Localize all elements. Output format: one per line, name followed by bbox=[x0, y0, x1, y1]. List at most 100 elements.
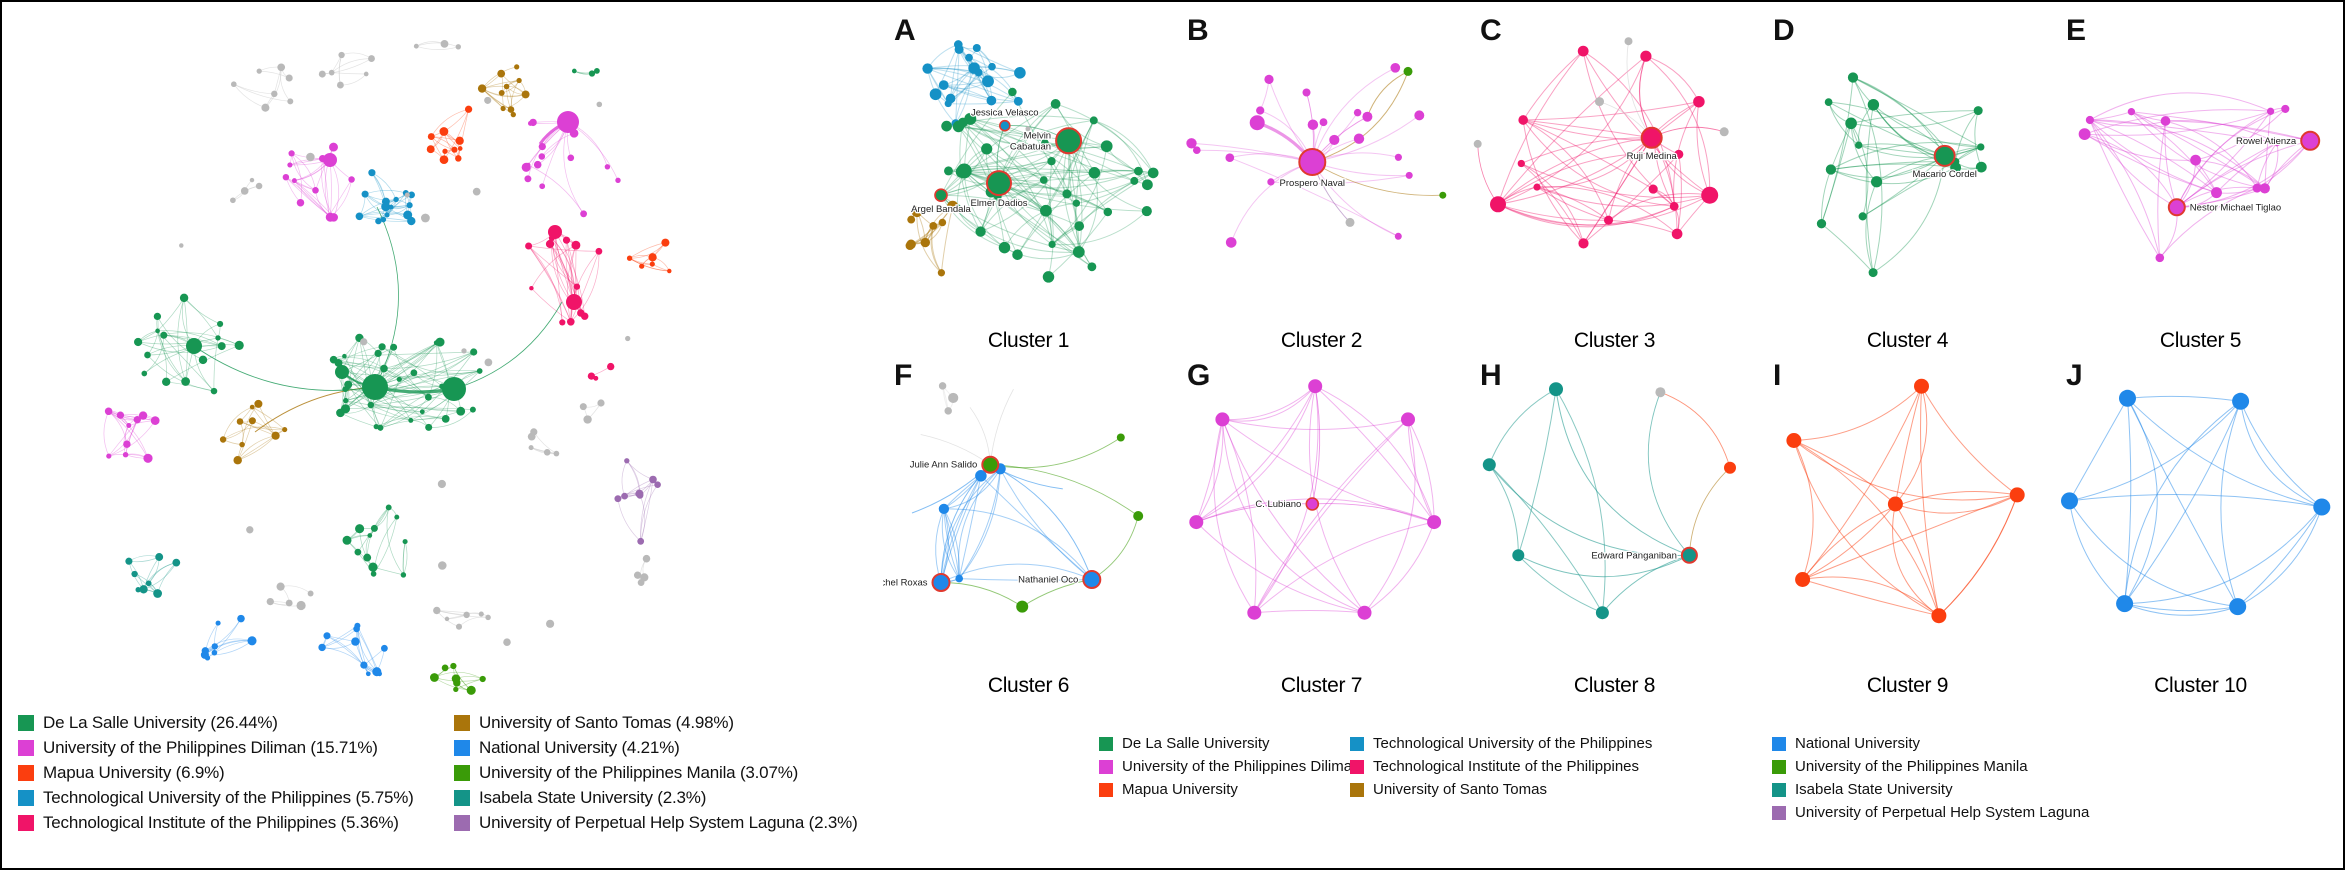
network-edge bbox=[1536, 186, 1678, 235]
network-edge bbox=[399, 351, 474, 380]
network-node bbox=[1247, 605, 1262, 620]
network-node bbox=[329, 142, 338, 152]
network-edge bbox=[640, 484, 658, 542]
network-node bbox=[282, 427, 288, 433]
network-edge bbox=[148, 556, 160, 584]
network-node bbox=[1130, 176, 1139, 185]
network-edge bbox=[128, 555, 160, 562]
network-edge bbox=[285, 176, 331, 218]
network-node bbox=[342, 353, 347, 359]
network-edge bbox=[1230, 161, 1313, 243]
network-edge bbox=[1602, 554, 1690, 614]
network-node bbox=[498, 89, 505, 96]
network-node bbox=[217, 342, 226, 351]
network-edge bbox=[1076, 180, 1135, 204]
network-edge bbox=[428, 409, 474, 428]
network-edge bbox=[193, 345, 376, 391]
network-edge bbox=[453, 301, 563, 390]
network-node bbox=[211, 643, 218, 650]
panel-caption: Cluster 5 bbox=[2159, 329, 2242, 352]
network-edge bbox=[2176, 140, 2311, 208]
network-edge bbox=[138, 337, 219, 345]
network-edge bbox=[629, 257, 670, 272]
network-edge bbox=[1045, 120, 1095, 211]
network-node bbox=[291, 178, 297, 184]
legend-label: National University bbox=[1795, 735, 1921, 752]
network-node bbox=[368, 55, 375, 63]
network-edge bbox=[1830, 142, 1981, 170]
network-edge bbox=[990, 464, 1093, 580]
panel-caption: Cluster 7 bbox=[1280, 674, 1363, 697]
network-edge bbox=[1894, 503, 1940, 616]
network-edge bbox=[640, 479, 654, 542]
network-edge bbox=[326, 635, 369, 674]
network-node bbox=[507, 106, 515, 113]
network-node bbox=[639, 263, 645, 269]
network-node bbox=[587, 372, 596, 380]
network-edge bbox=[1647, 392, 1690, 556]
legend-swatch bbox=[1099, 736, 1113, 751]
network-edge bbox=[1821, 223, 1874, 273]
network-edge bbox=[1582, 50, 1675, 207]
network-edge bbox=[1497, 203, 1675, 228]
network-node bbox=[1390, 62, 1401, 73]
network-node bbox=[394, 514, 400, 520]
network-node bbox=[361, 190, 369, 198]
network-node bbox=[553, 450, 560, 457]
network-node bbox=[125, 557, 133, 565]
network-node bbox=[2252, 183, 2262, 193]
network-node bbox=[393, 196, 399, 203]
network-node bbox=[472, 187, 481, 196]
node-label: Argel Bandala bbox=[911, 204, 971, 215]
network-edge bbox=[348, 384, 429, 428]
network-edge bbox=[980, 179, 1045, 232]
network-node bbox=[384, 212, 390, 218]
network-edge bbox=[265, 67, 282, 108]
network-node bbox=[521, 162, 531, 172]
panel-caption: Cluster 1 bbox=[987, 329, 1070, 352]
network-node bbox=[1394, 232, 1402, 240]
legend-swatch bbox=[1350, 736, 1364, 751]
network-node bbox=[1308, 379, 1323, 394]
network-node bbox=[640, 573, 649, 582]
network-edge bbox=[940, 169, 1154, 196]
network-node bbox=[367, 533, 373, 538]
network-edge bbox=[393, 347, 429, 398]
network-edge bbox=[2127, 398, 2239, 607]
network-edge bbox=[322, 647, 365, 666]
network-edge bbox=[457, 109, 469, 159]
network-node bbox=[986, 95, 997, 106]
network-edge bbox=[416, 45, 459, 50]
legend-item: Isabela State University (2.3%) bbox=[454, 785, 858, 810]
network-edge bbox=[183, 297, 219, 339]
network-edge bbox=[940, 194, 1080, 227]
network-edge bbox=[1074, 203, 1093, 268]
network-edge bbox=[943, 508, 960, 579]
network-edge bbox=[1608, 219, 1678, 235]
network-node bbox=[479, 675, 486, 683]
network-edge bbox=[1051, 172, 1154, 245]
network-edge bbox=[1850, 123, 1877, 183]
network-node bbox=[138, 411, 148, 420]
network-edge bbox=[980, 475, 1093, 580]
network-node bbox=[455, 623, 463, 630]
network-node bbox=[571, 68, 577, 74]
network-edge bbox=[1582, 51, 1675, 207]
legend-column: University of Santo Tomas (4.98%)Nationa… bbox=[454, 710, 858, 835]
network-node bbox=[1887, 496, 1903, 512]
network-node bbox=[463, 611, 470, 619]
network-node bbox=[153, 312, 162, 321]
network-node bbox=[1640, 50, 1652, 62]
network-edge bbox=[2176, 108, 2286, 208]
network-edge bbox=[431, 108, 469, 137]
network-edge bbox=[1892, 503, 1940, 617]
network-node bbox=[133, 416, 141, 424]
network-node bbox=[307, 590, 314, 597]
network-node bbox=[654, 481, 661, 489]
network-edge bbox=[322, 158, 330, 216]
network-node bbox=[948, 392, 959, 403]
network-edge bbox=[1821, 77, 1854, 224]
network-node bbox=[1858, 212, 1867, 221]
